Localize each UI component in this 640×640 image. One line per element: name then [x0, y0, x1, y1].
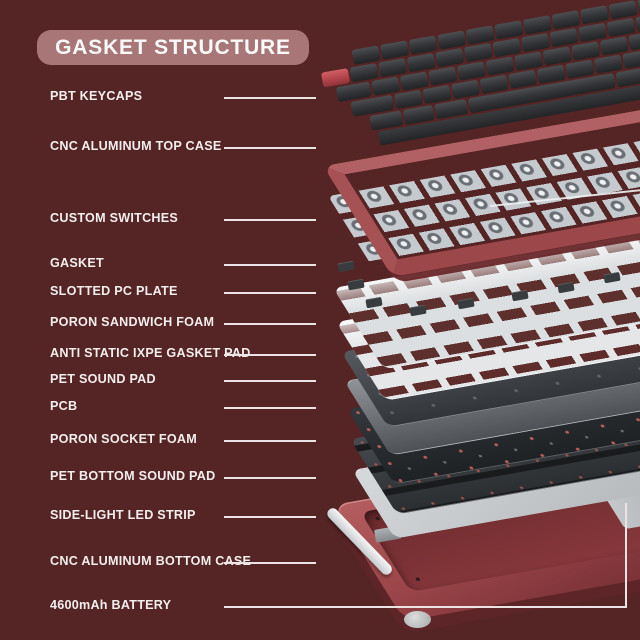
keycap [622, 49, 640, 69]
pointer-line [224, 147, 316, 149]
label-text: GASKET [50, 256, 104, 270]
label-text: PET SOUND PAD [50, 372, 156, 386]
pointer-line [224, 354, 316, 356]
label-text: PBT KEYCAPS [50, 89, 143, 103]
label-row-poron-sandwich-foam: PORON SANDWICH FOAM [50, 315, 636, 333]
pointer-line [224, 264, 316, 266]
label-text: 4600mAh BATTERY [50, 598, 172, 612]
label-text: CNC ALUMINUM BOTTOM CASE [50, 554, 252, 568]
pointer-line [224, 606, 627, 608]
label-row-poron-socket-foam: PORON SOCKET FOAM [50, 432, 636, 450]
label-row-pcb: PCB [50, 399, 636, 417]
label-row-pet-sound-pad: PET SOUND PAD [50, 372, 636, 390]
label-row-anti-static-ixpe-gasket-pad: ANTI STATIC IXPE GASKET PAD [50, 346, 636, 364]
battery-pointer-vertical-line [625, 503, 627, 608]
keycap [615, 67, 640, 88]
label-text: SIDE-LIGHT LED STRIP [50, 508, 196, 522]
pointer-line [224, 97, 316, 99]
label-text: PORON SOCKET FOAM [50, 432, 197, 446]
rubber-foot [404, 611, 431, 628]
label-row-slotted-pc-plate: SLOTTED PC PLATE [50, 284, 636, 302]
label-text: PCB [50, 399, 78, 413]
label-row-custom-switches: CUSTOM SWITCHES [50, 211, 636, 229]
pointer-line [224, 323, 316, 325]
title-badge: GASKET STRUCTURE [37, 30, 309, 65]
label-row-battery: 4600mAh BATTERY [50, 598, 636, 616]
pointer-line [224, 219, 316, 221]
pointer-line [224, 477, 316, 479]
label-text: PORON SANDWICH FOAM [50, 315, 215, 329]
pointer-line [224, 516, 316, 518]
page-title: GASKET STRUCTURE [55, 35, 291, 59]
label-row-cnc-aluminum-top-case: CNC ALUMINUM TOP CASE [50, 139, 636, 157]
pointer-line [224, 380, 316, 382]
keycap [635, 12, 640, 33]
label-row-side-light-led-strip: SIDE-LIGHT LED STRIP [50, 508, 636, 526]
pointer-line [224, 440, 316, 442]
label-text: CNC ALUMINUM TOP CASE [50, 139, 222, 153]
screw [414, 577, 421, 582]
label-text: ANTI STATIC IXPE GASKET PAD [50, 346, 251, 360]
pointer-line [224, 562, 316, 564]
label-row-pbt-keycaps: PBT KEYCAPS [50, 89, 636, 107]
label-row-pet-bottom-sound-pad: PET BOTTOM SOUND PAD [50, 469, 636, 487]
label-row-gasket: GASKET [50, 256, 636, 274]
label-row-cnc-aluminum-bottom-case: CNC ALUMINUM BOTTOM CASE [50, 554, 636, 572]
pointer-line [224, 407, 316, 409]
label-text: PET BOTTOM SOUND PAD [50, 469, 216, 483]
pointer-line [224, 292, 316, 294]
label-text: CUSTOM SWITCHES [50, 211, 179, 225]
label-text: SLOTTED PC PLATE [50, 284, 178, 298]
keycap [628, 31, 640, 51]
